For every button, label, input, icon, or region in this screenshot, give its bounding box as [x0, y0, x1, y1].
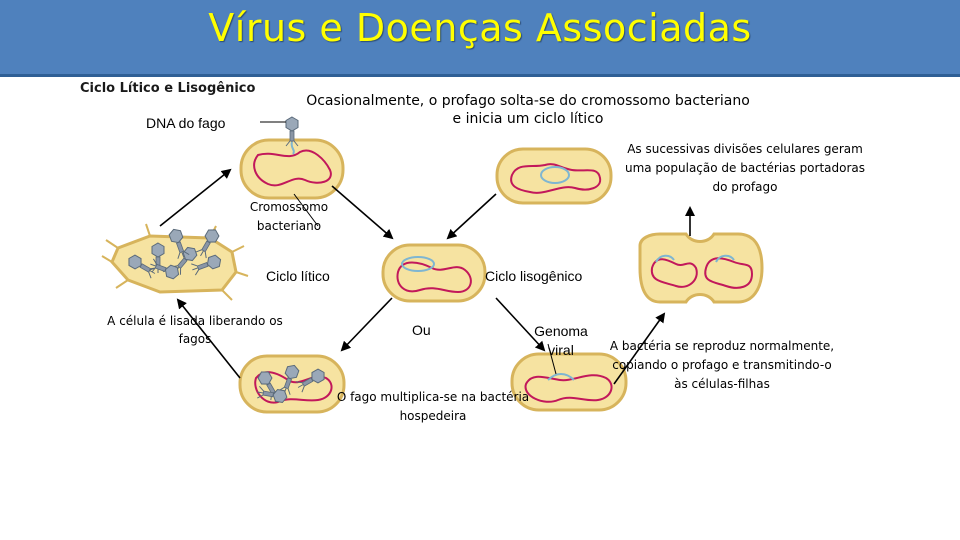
label-dna-do-fago: DNA do fago [146, 115, 226, 131]
label-celula-lisada: A célula é lisada liberando os fagos [107, 314, 283, 346]
arrow-icon [159, 168, 232, 227]
arrow-icon [331, 185, 394, 240]
arrow-icon [446, 193, 497, 240]
chromosome-pointer [293, 193, 319, 227]
title-bar [0, 0, 960, 77]
bacterium-center [381, 243, 487, 303]
label-ocasionalmente: Ocasionalmente, o profago solta-se do cr… [306, 93, 750, 127]
bacterium-prophage-excised [495, 147, 613, 205]
label-ou: Ou [412, 322, 431, 338]
bacterium-lysogenic [510, 352, 628, 412]
label-ciclo-litico: Ciclo lítico [266, 268, 330, 284]
genome-pointer [547, 343, 557, 375]
label-genoma-viral: Genoma viral [534, 323, 588, 358]
arrow-icon [340, 297, 393, 352]
bacterium-phage-multiplying [238, 354, 346, 414]
label-fago-multiplica: O fago multiplica-se na bactéria hospede… [336, 390, 530, 423]
diagram-subtitle: Ciclo Lítico e Lisogênico [80, 81, 256, 96]
cycle-arrows [159, 168, 695, 385]
label-bacteria-reproduz: A bactéria se reproduz normalmente, copi… [609, 339, 835, 391]
slide-title: Vírus e Doenças Associadas [208, 6, 752, 50]
arrow-icon [613, 312, 666, 385]
label-sucessivas-divisoes: As sucessivas divisões celulares geram u… [624, 142, 866, 194]
arrow-icon [495, 297, 546, 352]
bacterium-dividing [638, 232, 764, 304]
bacterium-lysed [101, 223, 249, 301]
bacterium-infected [239, 116, 345, 200]
label-cromossomo-bacteriano: Cromossomo bacteriano [249, 200, 329, 233]
arrow-icon [176, 298, 241, 379]
label-ciclo-lisogenico: Ciclo lisogênico [485, 268, 583, 284]
